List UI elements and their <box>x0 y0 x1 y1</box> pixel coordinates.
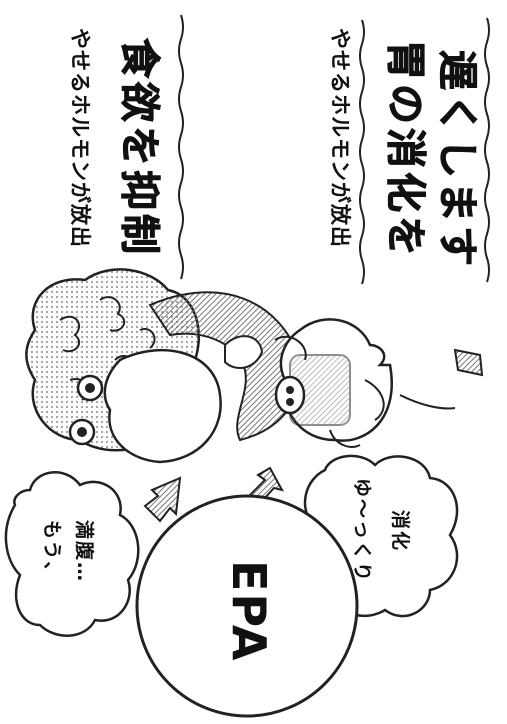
bubble-bottom-line1: ゆ〜っくり <box>351 478 373 584</box>
epa-label: EPA <box>222 560 276 663</box>
brain-character <box>25 268 302 464</box>
bubble-top-line2: 満腹… <box>73 520 95 584</box>
bottom-panel-caption: やせるホルモンが放出 <box>328 28 352 248</box>
stomach-character <box>224 318 484 448</box>
arrow-up-icon <box>143 476 182 523</box>
bubble-top-line1: もう、 <box>41 520 63 583</box>
wavy-divider-top <box>178 14 184 280</box>
bubble-bottom-line2: 消化 <box>389 510 411 553</box>
bottom-panel-headline-line2: 遅くします <box>434 50 481 271</box>
bottom-panel-headline-line1: 胃の消化を <box>382 40 429 261</box>
epa-circle <box>135 494 359 718</box>
thought-bubble-top-shape <box>4 471 140 637</box>
top-panel-caption: やせるホルモンが放出 <box>68 28 92 248</box>
wavy-divider-bottom <box>359 19 365 285</box>
wavy-divider-middle <box>484 17 490 283</box>
top-panel-headline: 食欲を抑制 <box>116 38 163 259</box>
